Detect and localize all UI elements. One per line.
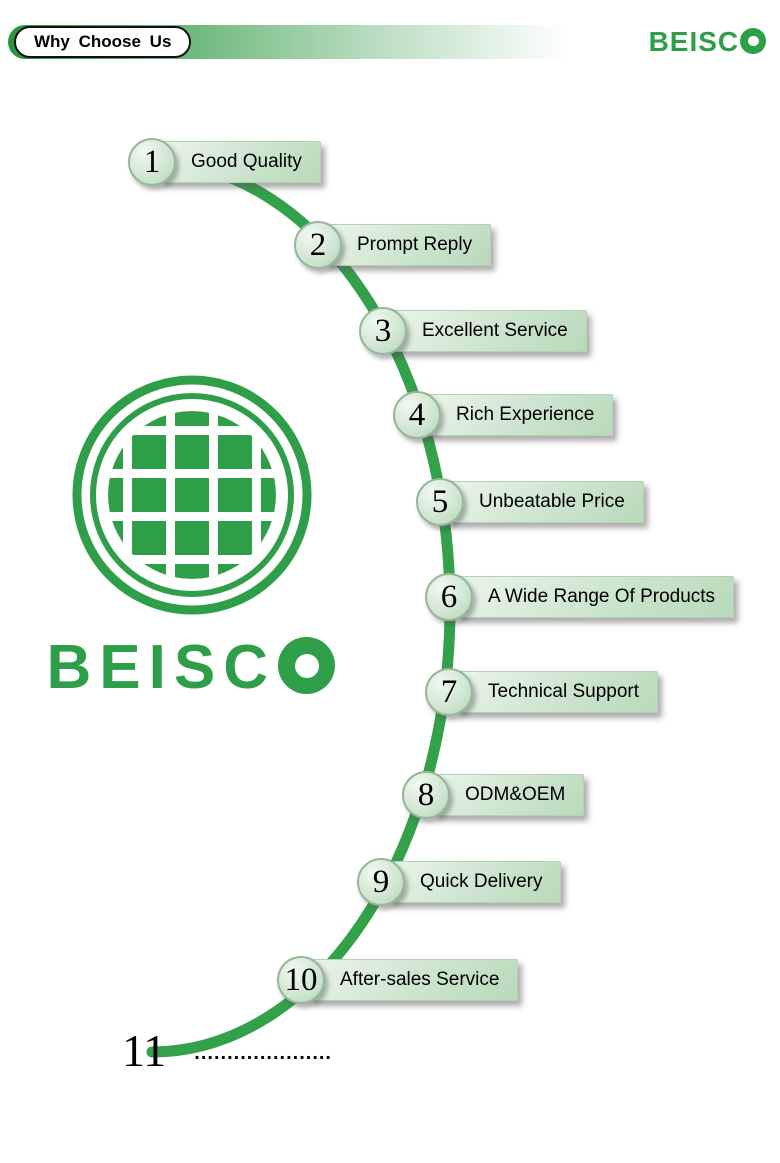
step-number: 11 — [122, 1025, 167, 1076]
step-item-4: 4 Rich Experience — [393, 391, 614, 439]
step-item-2: 2 Prompt Reply — [294, 221, 492, 269]
step-number-circle: 3 — [359, 307, 407, 355]
step-label: A Wide Range Of Products — [457, 576, 735, 618]
step-number-circle: 5 — [416, 478, 464, 526]
step-label-dots: ..................... — [194, 1042, 332, 1064]
page-title: Why Choose Us — [14, 26, 192, 58]
beisco-wordmark: BEISCO — [6, 632, 376, 703]
step-label: Technical Support — [457, 671, 659, 713]
step-label: ODM&OEM — [434, 774, 585, 816]
step-number-circle: 8 — [402, 771, 450, 819]
step-number-circle: 9 — [357, 858, 405, 906]
step-label: After-sales Service — [309, 959, 519, 1001]
step-label: Good Quality — [160, 141, 321, 183]
header-brand: BEISCO — [649, 26, 766, 58]
wordmark-prefix: BEISC — [46, 633, 276, 702]
step-number-circle: 6 — [425, 573, 473, 621]
step-number-circle: 4 — [393, 391, 441, 439]
step-label: Quick Delivery — [389, 861, 562, 903]
step-item-1: 1 Good Quality — [128, 138, 321, 186]
step-item-5: 5 Unbeatable Price — [416, 478, 644, 526]
step-label: Excellent Service — [391, 310, 587, 352]
step-number-circle: 7 — [425, 668, 473, 716]
step-item-6: 6 A Wide Range Of Products — [425, 573, 735, 621]
step-item-3: 3 Excellent Service — [359, 307, 587, 355]
step-label: Prompt Reply — [326, 224, 492, 266]
step-number-circle: 1 — [128, 138, 176, 186]
header-brand-prefix: BEISC — [648, 26, 740, 57]
step-item-10: 10 After-sales Service — [277, 956, 519, 1004]
step-item-9: 9 Quick Delivery — [357, 858, 562, 906]
step-label: Unbeatable Price — [448, 481, 644, 523]
wordmark-o-icon: O — [278, 637, 336, 695]
brand-o-icon: O — [740, 28, 766, 54]
step-item-7: 7 Technical Support — [425, 668, 659, 716]
step-number-circle: 10 — [277, 956, 325, 1004]
step-item-11: 11 ..................... — [122, 1024, 332, 1077]
step-item-8: 8 ODM&OEM — [402, 771, 585, 819]
beisco-logo-mark — [72, 375, 312, 615]
step-label: Rich Experience — [425, 394, 614, 436]
step-number-circle: 2 — [294, 221, 342, 269]
